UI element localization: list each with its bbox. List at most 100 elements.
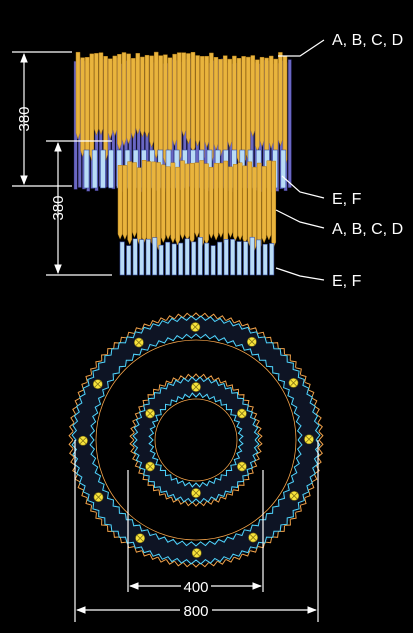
callout-3: A, B, C, D <box>275 209 403 238</box>
upper-front-rod <box>83 149 90 189</box>
height-upper-label: 380 <box>16 106 33 131</box>
bulb-icon <box>246 336 257 347</box>
upper-crystal <box>199 56 205 164</box>
upper-front-rod <box>91 149 98 189</box>
lower-rod <box>256 239 262 276</box>
lower-rod <box>171 243 177 276</box>
lower-crystal <box>117 165 123 240</box>
upper-crystal <box>130 58 136 140</box>
upper-crystal <box>149 55 154 149</box>
upper-front-rod <box>280 149 287 189</box>
upper-crystal <box>112 55 118 137</box>
inner-ring-crystals-inner <box>148 392 244 488</box>
upper-crystal <box>245 56 251 162</box>
inner-ring-crystals-outer <box>132 376 260 504</box>
lower-crystal <box>175 166 181 246</box>
outer-ring-crystals-inner <box>89 333 303 547</box>
lower-crystal <box>247 161 253 247</box>
lower-rod <box>165 241 171 276</box>
upper-crystal <box>80 57 85 158</box>
lower-rod <box>191 241 197 276</box>
upper-crystal <box>181 52 187 137</box>
upper-crystal <box>273 58 279 158</box>
bulb-icon <box>288 377 299 388</box>
upper-crystal <box>250 55 256 138</box>
lower-crystal <box>136 167 142 245</box>
plan-view <box>68 312 324 568</box>
callout-3-label: A, B, C, D <box>332 221 403 238</box>
lower-rod <box>119 241 125 276</box>
upper-crystal <box>190 51 196 155</box>
height-dimension-upper: 380 <box>12 51 72 187</box>
lower-crystal <box>184 163 190 242</box>
lower-rod <box>184 238 190 276</box>
upper-crystal <box>121 52 127 147</box>
bulb-icon <box>133 337 144 348</box>
lower-rod <box>178 242 184 276</box>
lower-crystal <box>170 162 176 244</box>
upper-crystal <box>186 53 191 145</box>
outer-ring-band <box>73 317 319 563</box>
lower-crystal <box>165 166 171 241</box>
lower-crystal <box>189 162 195 245</box>
upper-crystal <box>204 55 210 149</box>
lower-rod <box>126 245 132 276</box>
bulb-icon <box>145 461 156 472</box>
bulb-icon <box>191 382 201 392</box>
upper-crystal <box>158 55 164 159</box>
lower-tier-rods <box>119 236 275 276</box>
upper-crystal <box>103 56 108 162</box>
lower-rod <box>204 242 210 276</box>
upper-crystal <box>135 53 141 135</box>
inner-ring-band <box>134 378 258 502</box>
upper-crystal <box>144 54 150 139</box>
upper-crystal <box>255 59 260 153</box>
lower-tier-crystals <box>117 160 277 251</box>
upper-crystal <box>264 57 269 160</box>
bulb-icon <box>191 488 201 498</box>
diameter-outer-label: 800 <box>183 603 208 620</box>
upper-crystal <box>241 56 246 167</box>
lower-crystal <box>151 161 157 249</box>
lower-rod <box>230 239 236 276</box>
upper-crystal <box>213 57 219 151</box>
upper-crystal <box>218 59 223 157</box>
upper-crystal <box>107 58 113 140</box>
bulb-icon <box>236 461 247 472</box>
callout-4-label: E, F <box>332 273 362 290</box>
upper-crystal <box>176 52 182 163</box>
lower-rod <box>217 241 223 276</box>
lower-rod <box>145 238 151 276</box>
lower-rod <box>262 243 268 276</box>
outer-ring-edge-inner <box>95 339 297 541</box>
lower-crystal <box>228 166 233 239</box>
upper-crystal <box>172 53 177 147</box>
lower-crystal <box>223 160 229 248</box>
bulb-icon <box>145 408 156 419</box>
lower-rod <box>197 237 203 276</box>
lower-crystal <box>252 166 257 251</box>
lower-crystal <box>122 165 128 241</box>
lower-crystal <box>237 162 243 241</box>
lower-rod <box>236 241 242 276</box>
bulb-icon <box>92 379 103 390</box>
lower-crystal <box>242 165 248 245</box>
diameter-inner-label: 400 <box>183 579 208 596</box>
upper-front-rod <box>100 149 106 189</box>
upper-crystal <box>75 51 81 140</box>
upper-front-rod <box>108 149 114 189</box>
lower-rod <box>152 237 158 276</box>
upper-back-rod <box>288 59 292 188</box>
callout-2: E, F <box>281 175 362 208</box>
lower-crystal <box>218 162 224 239</box>
lower-crystal <box>208 166 214 240</box>
lower-rod <box>223 239 229 276</box>
upper-crystal <box>94 53 99 136</box>
lower-rod <box>243 241 249 276</box>
lower-crystal <box>141 160 147 244</box>
lower-crystal <box>232 164 238 242</box>
lower-crystal <box>256 162 262 251</box>
lower-crystal <box>127 161 133 246</box>
